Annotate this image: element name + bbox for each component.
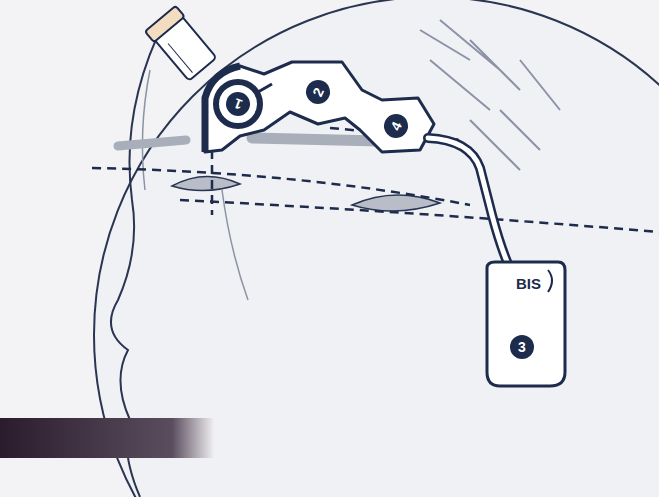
callout-text: 3 — [518, 340, 526, 354]
electrode-ring — [216, 82, 260, 126]
callout-text: 1 — [232, 96, 244, 112]
brand-label: BIS — [516, 276, 541, 291]
sensor-wire-inner — [428, 138, 508, 264]
face-shade — [142, 70, 150, 190]
nose-line — [222, 190, 248, 300]
sensor-pad — [487, 262, 565, 386]
sensor-strip — [205, 62, 434, 152]
hair-strokes — [420, 20, 560, 170]
electrode-arrow — [258, 84, 272, 92]
callout-text: 2 — [310, 86, 326, 99]
callout-number: 3 — [510, 335, 534, 359]
photo-shadow — [0, 418, 215, 458]
callout-text: 4 — [388, 120, 404, 133]
eye — [172, 176, 240, 190]
logo-swoosh — [548, 270, 552, 292]
sensor-connector — [145, 6, 218, 82]
sensor-wire — [428, 138, 508, 264]
eyebrow — [118, 140, 186, 146]
